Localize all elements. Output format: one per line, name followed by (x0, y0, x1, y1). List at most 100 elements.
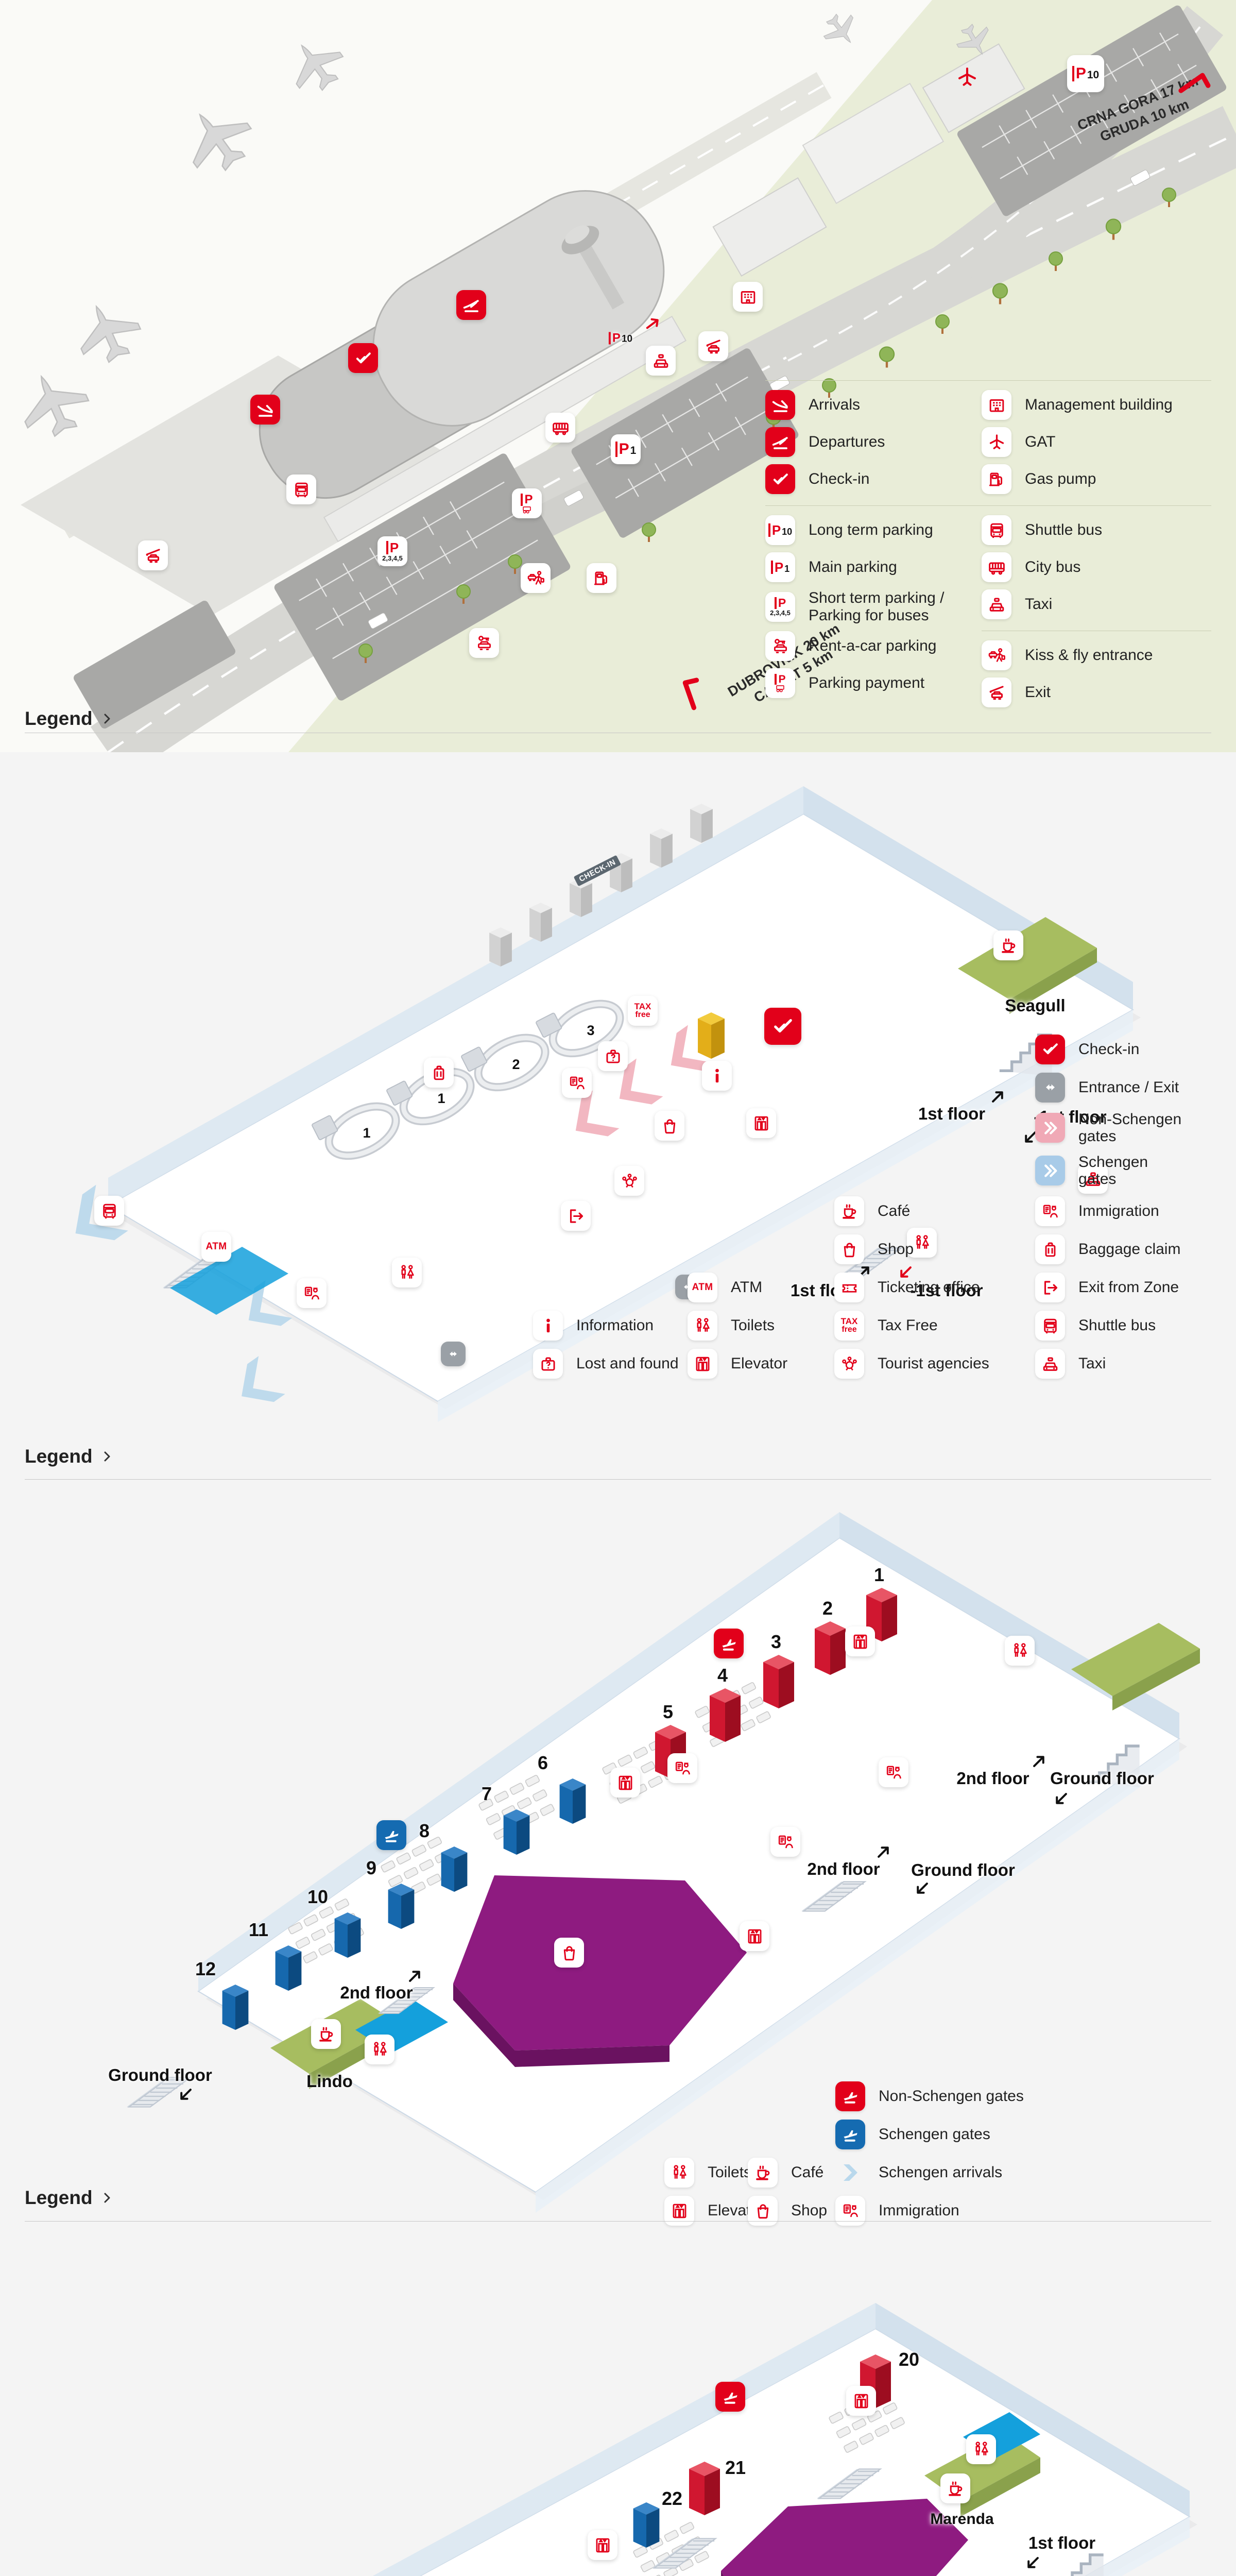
legend-item-toilets: Toilets (688, 1311, 813, 1341)
up-arrow-icon (406, 1967, 424, 1985)
legend-item-city-bus: City bus (982, 552, 1211, 582)
shop-icon (554, 1938, 584, 1968)
arrivals-icon (765, 390, 795, 420)
gate-number: 1 (873, 1564, 885, 1585)
legend-item-immigration: Immigration (1035, 1196, 1207, 1226)
legend-item-non-schengen-gates: Non-Schengen gates (1035, 1111, 1207, 1145)
legend-item-management-building: Management building (982, 390, 1211, 420)
gate-cube (222, 1985, 249, 2030)
section-first-floor: 1 2 3 4 5 6 7 8 9 10 11 12 Lindo 2nd flo… (0, 1494, 1236, 2241)
toilets-icon (392, 1258, 422, 1287)
legend-link[interactable]: Legend (25, 1446, 113, 1467)
terminal-building (259, 190, 687, 543)
legend-col-shops: Café Shop (748, 2158, 843, 2226)
floor-label: 1st floor (918, 1104, 986, 1123)
city-bus-icon (982, 552, 1011, 582)
legend-item-entrance-exit: Entrance / Exit (1035, 1072, 1207, 1103)
check-in-icon (764, 1008, 801, 1045)
immigration-icon (562, 1068, 592, 1098)
legend-item-rent-a-car: Rent-a-car parking (765, 631, 1007, 662)
toilets-icon (1005, 1636, 1035, 1666)
second-floor-art (372, 2303, 1197, 2576)
gate-cube (710, 1688, 741, 1742)
gas-pump-icon (587, 563, 616, 593)
legend-item-cafe: Café (748, 2158, 843, 2188)
cafe-icon (940, 2473, 970, 2503)
atm-icon: ATM (688, 1273, 717, 1302)
parking-payment-icon: P (512, 488, 542, 518)
legend-item-information: Information (533, 1311, 679, 1341)
gate-number: 21 (725, 2457, 746, 2478)
gate-number: 8 (419, 1820, 430, 1841)
legend-item-baggage-claim: Baggage claim (1035, 1234, 1207, 1264)
lost-and-found-icon (598, 1041, 628, 1071)
legend-item-shop: Shop (834, 1234, 1006, 1264)
ground-floor-art: 1 1 2 3 (59, 786, 1141, 1422)
legend-item-cafe: Café (834, 1196, 1006, 1226)
legend-item-kiss-and-fly: Kiss & fly entrance (982, 640, 1211, 670)
legend-link[interactable]: Legend (25, 2187, 113, 2209)
exit-from-zone-icon (561, 1201, 591, 1231)
taxi-icon (982, 589, 1011, 619)
belt-number: 3 (587, 1023, 594, 1038)
non-schengen-gates-icon (715, 2382, 745, 2412)
shuttle-bus-icon (94, 1196, 124, 1226)
gate-number: 10 (307, 1886, 329, 1907)
toilets-icon (365, 2035, 394, 2064)
chevron-right-icon (101, 1448, 113, 1465)
belt-number: 2 (512, 1057, 520, 1072)
belt-number: 1 (437, 1091, 445, 1106)
gate-number: 22 (661, 2488, 683, 2509)
down-arrow-icon (1024, 2554, 1041, 2572)
legend-item-exit-from-zone: Exit from Zone (1035, 1273, 1207, 1302)
legend-link[interactable]: Legend (25, 708, 113, 730)
belt-number: 1 (363, 1125, 370, 1141)
cafe-icon (993, 930, 1023, 960)
legend-item-arrivals: Arrivals (765, 390, 1007, 420)
legend-panel-site-right: Management building GAT Gas pump Shuttle… (982, 380, 1211, 719)
chevron-right-icon (101, 2189, 113, 2207)
entrance-exit-icon (441, 1342, 466, 1366)
elevator-icon (588, 2530, 617, 2560)
exit-icon (698, 331, 728, 361)
legend-item-taxi: Taxi (982, 589, 1211, 619)
rent-a-car-icon (765, 631, 795, 662)
baggage-belts: 1 1 2 3 (312, 987, 628, 1169)
legend-item-shop: Shop (748, 2196, 843, 2226)
first-floor-art (126, 1512, 1200, 2213)
management-building-icon (982, 390, 1011, 420)
control-tower (561, 225, 625, 310)
tourist-agencies-icon (614, 1166, 644, 1196)
down-arrow-icon (1052, 1790, 1070, 1808)
gate-number: 4 (717, 1665, 728, 1686)
entrance-exit-icon (1035, 1072, 1065, 1103)
floor-label: Ground floor (108, 2065, 212, 2084)
floor-label: -1st floor (910, 1281, 983, 1300)
departures-icon (765, 427, 795, 457)
gat-icon (952, 62, 982, 92)
section-site-overview: CRNA GORA 17 km GRUDA 10 km DUBROVNIK 20… (0, 0, 1236, 752)
elevator-icon (664, 2196, 694, 2226)
taxi-icon (1035, 1349, 1065, 1379)
gate-cube (275, 1945, 302, 1991)
elevator-icon (846, 2386, 876, 2416)
elevator-icon (610, 1768, 640, 1798)
green-zone-ne (1071, 1623, 1200, 1710)
cafe-icon (311, 2019, 341, 2049)
information-icon (533, 1311, 563, 1341)
shuttle-bus-icon (982, 515, 1011, 545)
floor-label: 2nd floor (807, 1859, 880, 1878)
floor-label: 1st floor (1028, 2533, 1096, 2552)
non-schengen-gates-icon (835, 2081, 865, 2111)
check-in-icon (1035, 1034, 1065, 1064)
check-in-icon (348, 343, 378, 373)
check-in-icon (765, 464, 795, 494)
shop-icon (834, 1234, 864, 1264)
